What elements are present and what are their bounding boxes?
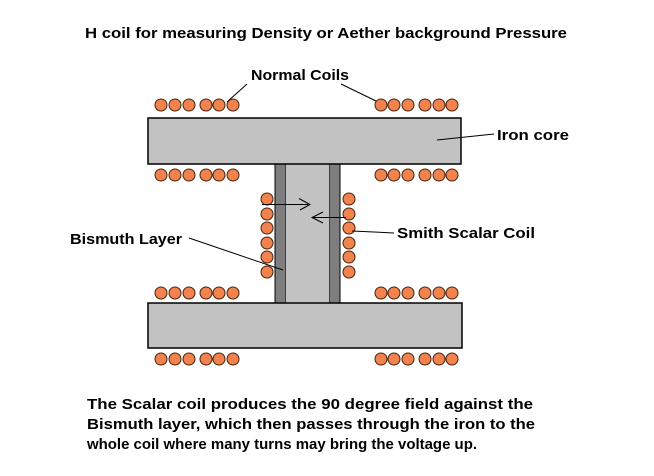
coil-turn-dot: [445, 98, 459, 112]
coil-turn-dot: [199, 98, 213, 112]
caption-line-1: The Scalar coil produces the 90 degree f…: [87, 396, 533, 413]
bismuth-layer-label: Bismuth Layer: [70, 231, 182, 248]
coil-turn-dot: [212, 168, 226, 182]
coil-turn-dot: [387, 168, 401, 182]
coil-turn-dot: [387, 98, 401, 112]
bismuth-layer-strip-right: [328, 163, 341, 304]
coil-turn-dot: [445, 286, 459, 300]
coil-turn-dot: [199, 168, 213, 182]
coil-turn-dot: [154, 168, 168, 182]
field-arrow-right-icon: [262, 198, 312, 211]
coil-turn-dot: [154, 286, 168, 300]
coil-turn-dot: [182, 352, 196, 366]
bismuth-layer-strip-left: [274, 163, 287, 304]
coil-turn-dot: [168, 98, 182, 112]
field-arrow-left-icon: [310, 211, 346, 224]
coil-turn-dot: [226, 286, 240, 300]
coil-turn-dot: [342, 265, 356, 279]
coil-turn-dot: [432, 168, 446, 182]
normal-coils-label: Normal Coils: [251, 67, 349, 84]
smith-scalar-coil-label: Smith Scalar Coil: [397, 225, 535, 242]
iron-core-pointer: [436, 133, 495, 141]
coil-turn-dot: [260, 265, 274, 279]
coil-turn-dot: [260, 236, 274, 250]
coil-turn-dot: [342, 250, 356, 264]
coil-turn-dot: [374, 352, 388, 366]
coil-turn-dot: [418, 286, 432, 300]
normal-coil-bottom-bar-above-right: [374, 286, 459, 300]
coil-turn-dot: [432, 352, 446, 366]
caption: The Scalar coil produces the 90 degree f…: [86, 396, 535, 453]
coil-turn-dot: [260, 192, 274, 206]
normal-coil-bottom-bar-below-left: [154, 352, 240, 366]
normal-coil-bottom-bar-below-right: [374, 352, 459, 366]
coil-turn-dot: [418, 98, 432, 112]
coil-turn-dot: [342, 207, 356, 221]
coil-turn-dot: [212, 286, 226, 300]
scalar-coil-column-right: [342, 192, 356, 279]
coil-turn-dot: [199, 286, 213, 300]
coil-turn-dot: [154, 98, 168, 112]
coil-turn-dot: [374, 98, 388, 112]
normal-coils-pointer-right: [340, 83, 377, 102]
coil-turn-dot: [342, 221, 356, 235]
coil-turn-dot: [226, 168, 240, 182]
coil-turn-dot: [342, 236, 356, 250]
page-title: H coil for measuring Density or Aether b…: [85, 25, 567, 42]
coil-turn-dot: [212, 352, 226, 366]
iron-core-top-bar: [147, 117, 462, 165]
caption-line-3: whole coil where many turns may bring th…: [86, 436, 477, 453]
coil-turn-dot: [260, 207, 274, 221]
coil-turn-dot: [418, 352, 432, 366]
coil-turn-dot: [401, 168, 415, 182]
coil-turn-dot: [401, 352, 415, 366]
smith-scalar-coil-pointer: [351, 230, 395, 234]
coil-turn-dot: [182, 98, 196, 112]
coil-turn-dot: [432, 98, 446, 112]
normal-coil-top-bar-below-right: [374, 168, 459, 182]
coil-turn-dot: [154, 352, 168, 366]
coil-turn-dot: [168, 168, 182, 182]
coil-turn-dot: [168, 286, 182, 300]
coil-turn-dot: [418, 168, 432, 182]
bismuth-layer-pointer: [188, 237, 284, 271]
normal-coil-top-bar-above-left: [154, 98, 240, 112]
coil-turn-dot: [401, 98, 415, 112]
coil-turn-dot: [374, 168, 388, 182]
coil-turn-dot: [182, 286, 196, 300]
coil-turn-dot: [199, 352, 213, 366]
scalar-coil-column-left: [260, 192, 274, 279]
coil-windings: [154, 98, 459, 366]
iron-core-label: Iron core: [497, 127, 569, 144]
normal-coil-bottom-bar-above-left: [154, 286, 240, 300]
coil-turn-dot: [260, 221, 274, 235]
coil-turn-dot: [445, 352, 459, 366]
coil-turn-dot: [182, 168, 196, 182]
coil-turn-dot: [342, 192, 356, 206]
coil-turn-dot: [401, 286, 415, 300]
normal-coil-top-bar-above-right: [374, 98, 459, 112]
iron-core-bottom-bar: [147, 302, 463, 349]
coil-turn-dot: [168, 352, 182, 366]
coil-turn-dot: [387, 352, 401, 366]
coil-turn-dot: [212, 98, 226, 112]
coil-turn-dot: [226, 98, 240, 112]
coil-turn-dot: [260, 250, 274, 264]
coil-turn-dot: [432, 286, 446, 300]
coil-turn-dot: [374, 286, 388, 300]
coil-turn-dot: [445, 168, 459, 182]
caption-line-2: Bismuth layer, which then passes through…: [87, 416, 535, 433]
center-core-column: [286, 164, 329, 303]
normal-coils-pointer-left: [226, 83, 248, 103]
coil-turn-dot: [387, 286, 401, 300]
normal-coil-top-bar-below-left: [154, 168, 240, 182]
coil-turn-dot: [226, 352, 240, 366]
